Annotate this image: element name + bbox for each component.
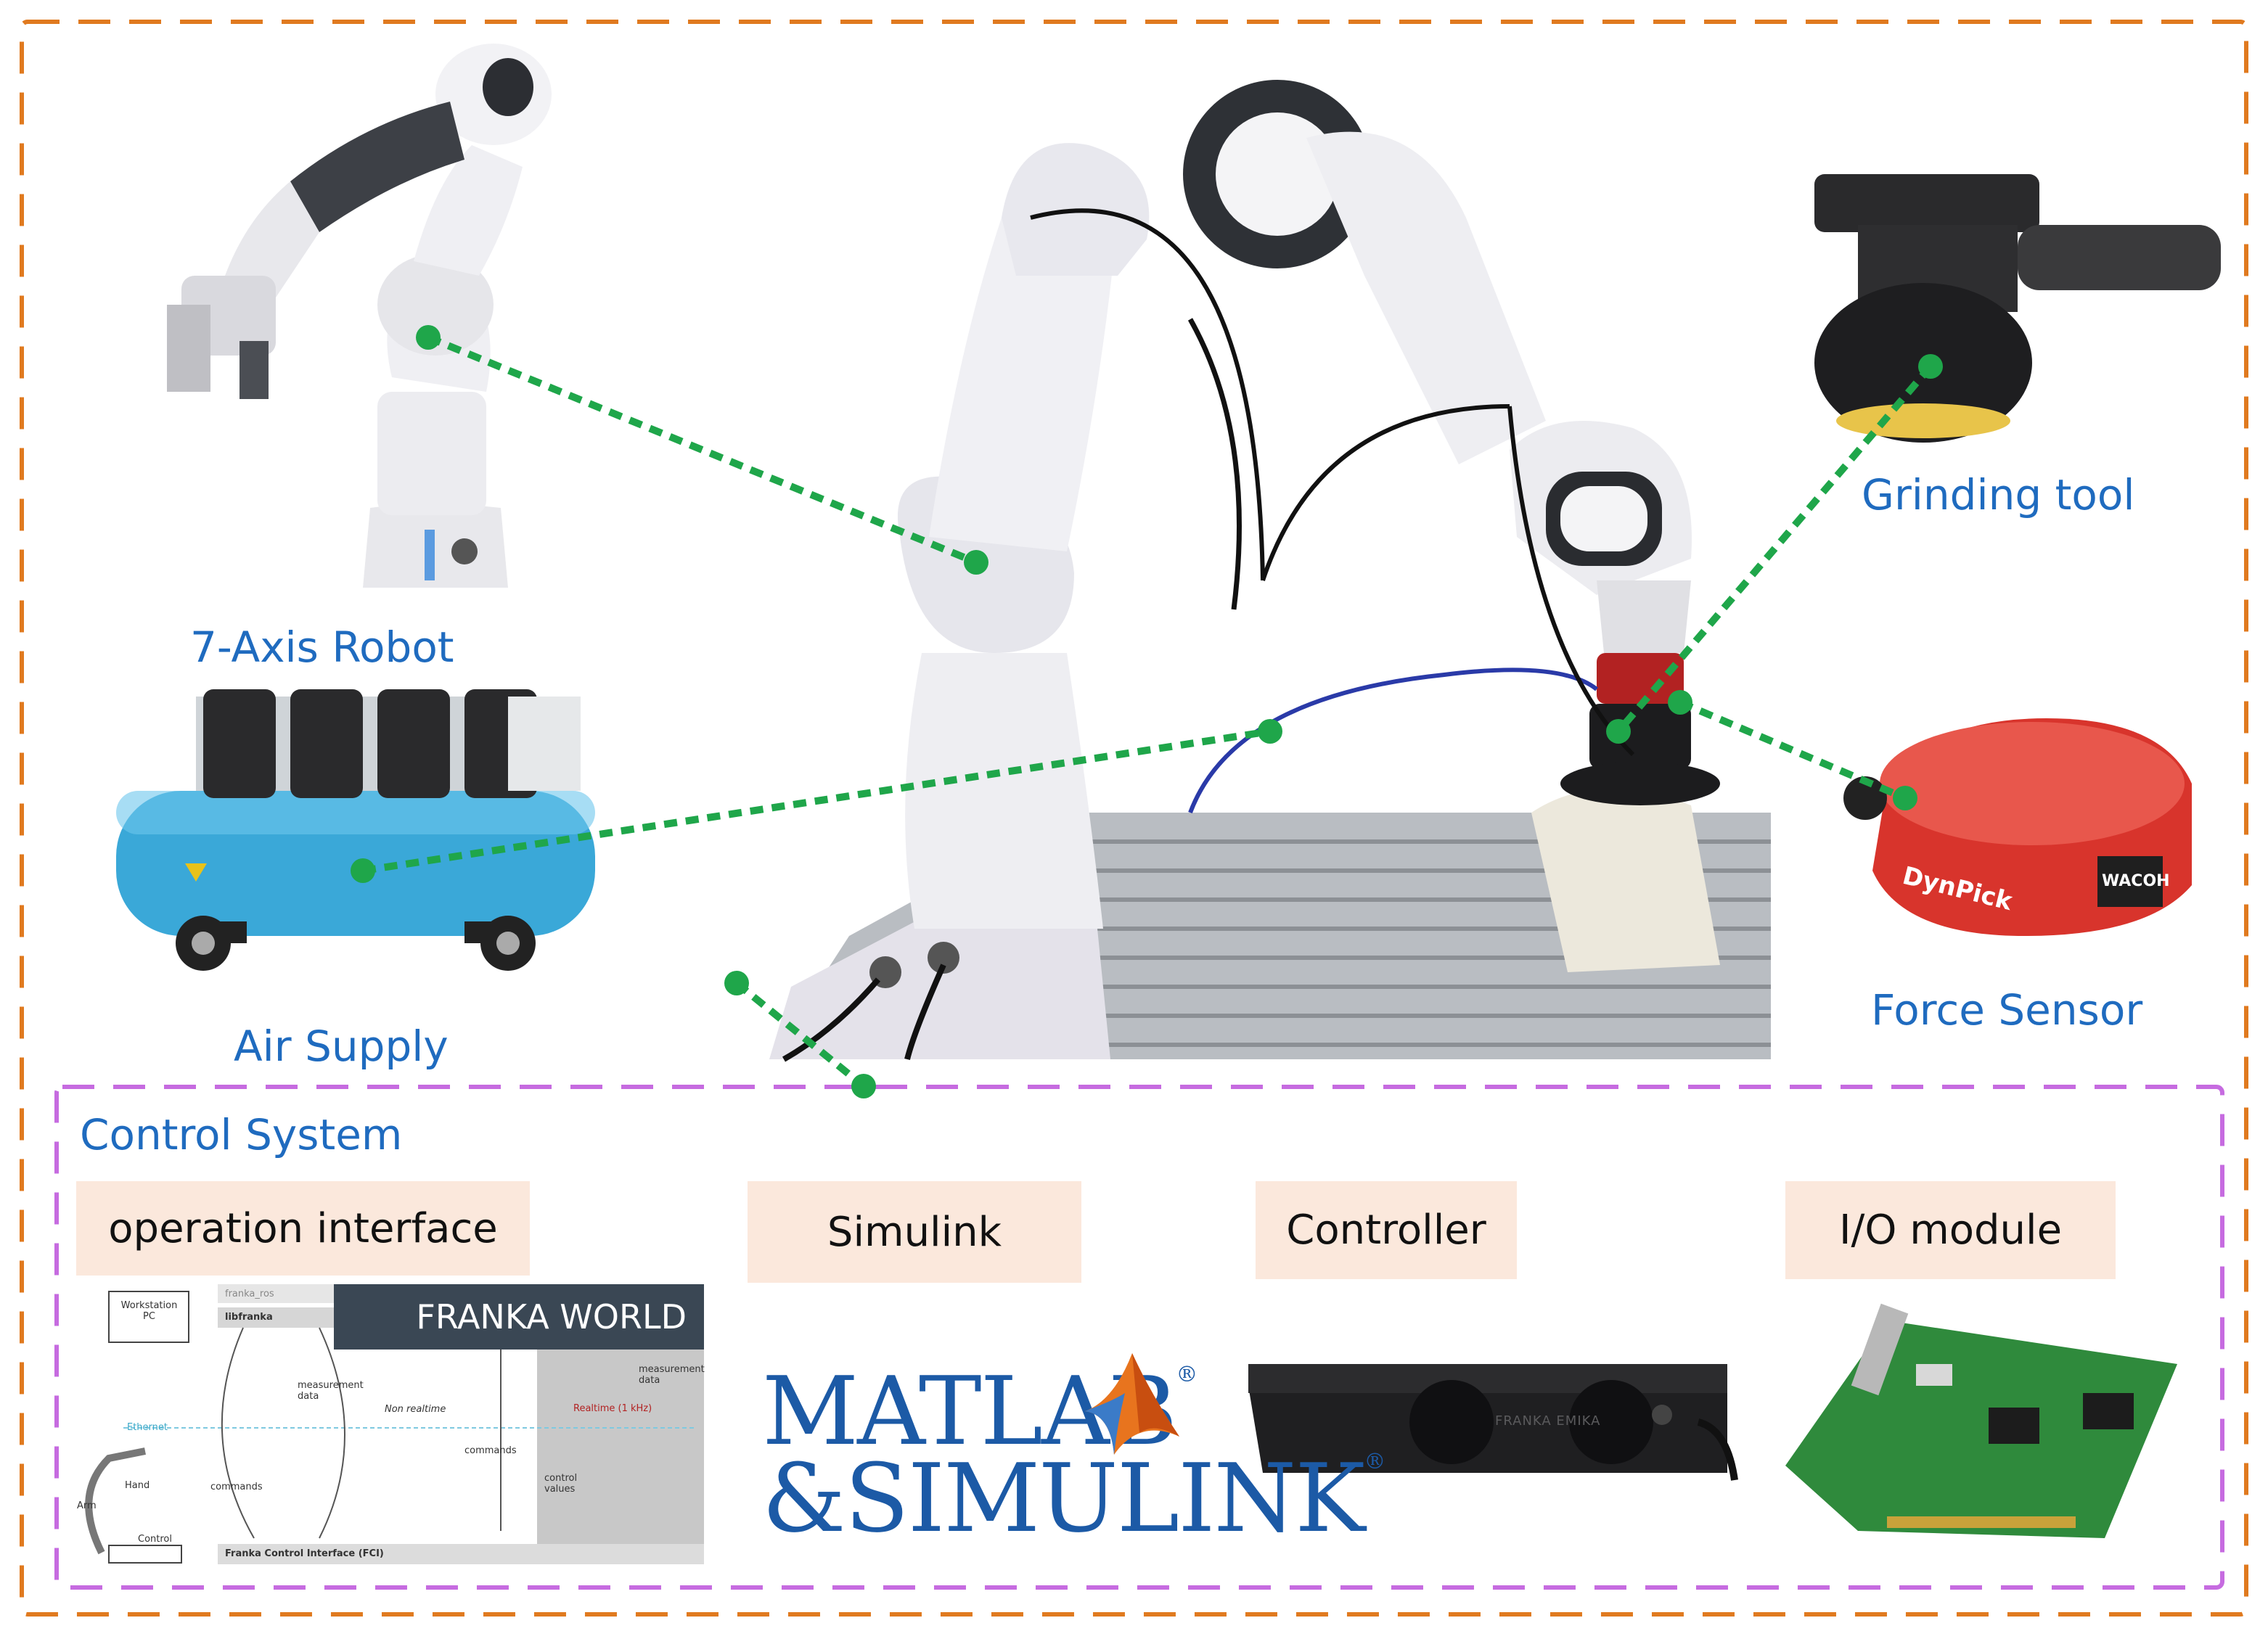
measurement-data-label: measurement data <box>298 1380 364 1402</box>
connector-dot <box>851 1074 876 1098</box>
seven-axis-robot-label: 7-Axis Robot <box>190 623 454 672</box>
simulink-box: Simulink <box>748 1181 1081 1283</box>
connector-dot <box>416 325 441 350</box>
connector-dot <box>1606 719 1631 744</box>
matlab-simulink-logo: MATLAB® &SIMULINK® <box>762 1362 1385 1546</box>
connector-dot <box>351 858 375 883</box>
connector-dot <box>724 971 749 995</box>
franka-emika-mark: FRANKA EMIKA <box>1495 1413 1601 1429</box>
arm-label: Arm <box>77 1500 97 1511</box>
controller-box: Controller <box>1256 1181 1517 1279</box>
franka-ros-label: franka_ros <box>225 1289 274 1299</box>
non-realtime-label: Non realtime <box>385 1404 446 1415</box>
operation-interface-box: operation interface <box>76 1181 530 1276</box>
air-supply-label: Air Supply <box>234 1022 449 1071</box>
io-module-illustration <box>1785 1303 2177 1538</box>
connector-grinding <box>1616 363 1933 734</box>
simulink-word: &SIMULINK <box>762 1443 1365 1553</box>
matlab-reg: ® <box>1176 1362 1198 1387</box>
control-values-label: control values <box>544 1473 578 1495</box>
control-label: Control <box>138 1534 172 1545</box>
ethernet-label: Ethernet <box>127 1422 168 1433</box>
connector-dot <box>1668 690 1692 715</box>
workstation-label: Workstation PC <box>120 1300 178 1322</box>
control-system-title: Control System <box>80 1110 403 1159</box>
connector-force <box>1679 699 1907 802</box>
commands-label-left: commands <box>210 1482 263 1492</box>
wacoh-mark: WACOH <box>2102 872 2170 890</box>
connector-dot <box>964 550 988 575</box>
force-sensor-illustration <box>1843 718 2192 936</box>
fci-label: Franka Control Interface (FCI) <box>225 1548 384 1559</box>
io-module-box: I/O module <box>1785 1181 2116 1279</box>
connector-dot <box>1258 719 1282 744</box>
grinding-tool-illustration <box>1814 174 2221 443</box>
libfranka-label: libfranka <box>225 1312 273 1323</box>
connector-air <box>362 728 1271 874</box>
air-compressor-illustration <box>116 689 595 971</box>
connector-robot <box>427 334 978 566</box>
connector-dot <box>1893 786 1917 810</box>
hand-label: Hand <box>125 1480 150 1491</box>
seven-axis-robot-illustration <box>152 44 566 602</box>
outer-dashed-border <box>20 20 2248 1617</box>
measurement-data-label-right: measurement data <box>639 1364 705 1386</box>
simulink-reg: ® <box>1364 1449 1385 1474</box>
central-robot-illustration <box>769 80 1771 1062</box>
commands-label-right: commands <box>464 1445 517 1456</box>
franka-world-banner: FRANKA WORLD <box>334 1284 704 1350</box>
force-sensor-label: Force Sensor <box>1871 985 2143 1035</box>
connector-dot <box>1918 354 1943 379</box>
control-system-border <box>54 1085 2224 1590</box>
connector-control <box>734 980 867 1089</box>
realtime-label: Realtime (1 kHz) <box>573 1403 652 1414</box>
controller-illustration <box>1248 1364 1738 1481</box>
grinding-tool-label: Grinding tool <box>1862 470 2135 519</box>
matlab-membrane-icon <box>1085 1353 1179 1455</box>
